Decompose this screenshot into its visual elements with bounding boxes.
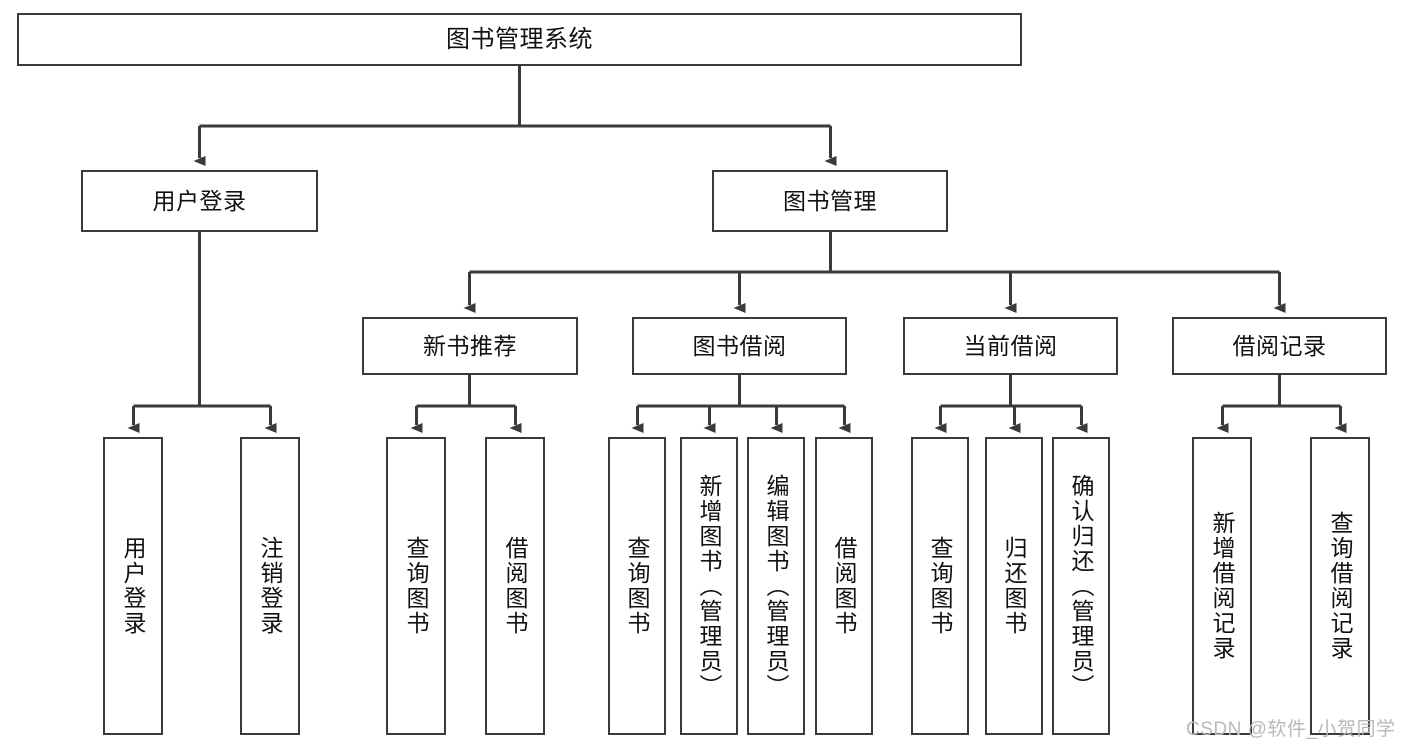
node-borrow-record[interactable]: 借阅记录 <box>1172 317 1387 375</box>
node-user-login-label: 用户登录 <box>152 187 247 214</box>
node-leaf-add-record-label: 新增借阅记录 <box>1209 511 1236 661</box>
node-current-borrow-label: 当前借阅 <box>963 332 1058 359</box>
node-leaf-edit-book[interactable]: 编辑图书（管理员） <box>747 437 805 735</box>
node-leaf-query-book-2[interactable]: 查询图书 <box>608 437 666 735</box>
node-leaf-query-book-1-label: 查询图书 <box>403 536 430 636</box>
node-leaf-add-record[interactable]: 新增借阅记录 <box>1192 437 1252 735</box>
node-leaf-return-book-label: 归还图书 <box>1001 536 1028 636</box>
node-leaf-query-record-label: 查询借阅记录 <box>1327 511 1354 661</box>
node-book-manage-label: 图书管理 <box>783 187 877 214</box>
node-leaf-borrow-book-2[interactable]: 借阅图书 <box>815 437 873 735</box>
node-book-manage[interactable]: 图书管理 <box>712 170 948 232</box>
node-root-label: 图书管理系统 <box>446 25 593 53</box>
node-leaf-user-login-label: 用户登录 <box>120 536 147 636</box>
watermark: CSDN @软件_小贺同学 <box>1186 719 1396 740</box>
node-new-book-recommend[interactable]: 新书推荐 <box>362 317 578 375</box>
node-leaf-return-book[interactable]: 归还图书 <box>985 437 1043 735</box>
node-leaf-confirm-return-label: 确认归还（管理员） <box>1068 473 1095 699</box>
node-new-book-recommend-label: 新书推荐 <box>423 332 517 359</box>
node-leaf-query-book-3[interactable]: 查询图书 <box>911 437 969 735</box>
node-book-borrow-label: 图书借阅 <box>692 332 787 359</box>
node-leaf-user-logout-label: 注销登录 <box>257 536 284 636</box>
node-leaf-query-book-1[interactable]: 查询图书 <box>386 437 446 735</box>
node-leaf-add-book-label: 新增图书（管理员） <box>696 473 723 699</box>
node-user-login[interactable]: 用户登录 <box>81 170 318 232</box>
node-leaf-query-book-3-label: 查询图书 <box>927 536 954 636</box>
node-leaf-user-logout[interactable]: 注销登录 <box>240 437 300 735</box>
node-leaf-edit-book-label: 编辑图书（管理员） <box>763 473 790 699</box>
node-root[interactable]: 图书管理系统 <box>17 13 1022 66</box>
node-leaf-add-book[interactable]: 新增图书（管理员） <box>680 437 738 735</box>
node-leaf-borrow-book-1-label: 借阅图书 <box>502 536 529 636</box>
node-book-borrow[interactable]: 图书借阅 <box>632 317 847 375</box>
node-leaf-borrow-book-1[interactable]: 借阅图书 <box>485 437 545 735</box>
node-borrow-record-label: 借阅记录 <box>1232 332 1327 359</box>
node-leaf-user-login[interactable]: 用户登录 <box>103 437 163 735</box>
node-leaf-confirm-return[interactable]: 确认归还（管理员） <box>1052 437 1110 735</box>
node-leaf-query-record[interactable]: 查询借阅记录 <box>1310 437 1370 735</box>
node-leaf-borrow-book-2-label: 借阅图书 <box>831 536 858 636</box>
node-leaf-query-book-2-label: 查询图书 <box>624 536 651 636</box>
node-current-borrow[interactable]: 当前借阅 <box>903 317 1118 375</box>
